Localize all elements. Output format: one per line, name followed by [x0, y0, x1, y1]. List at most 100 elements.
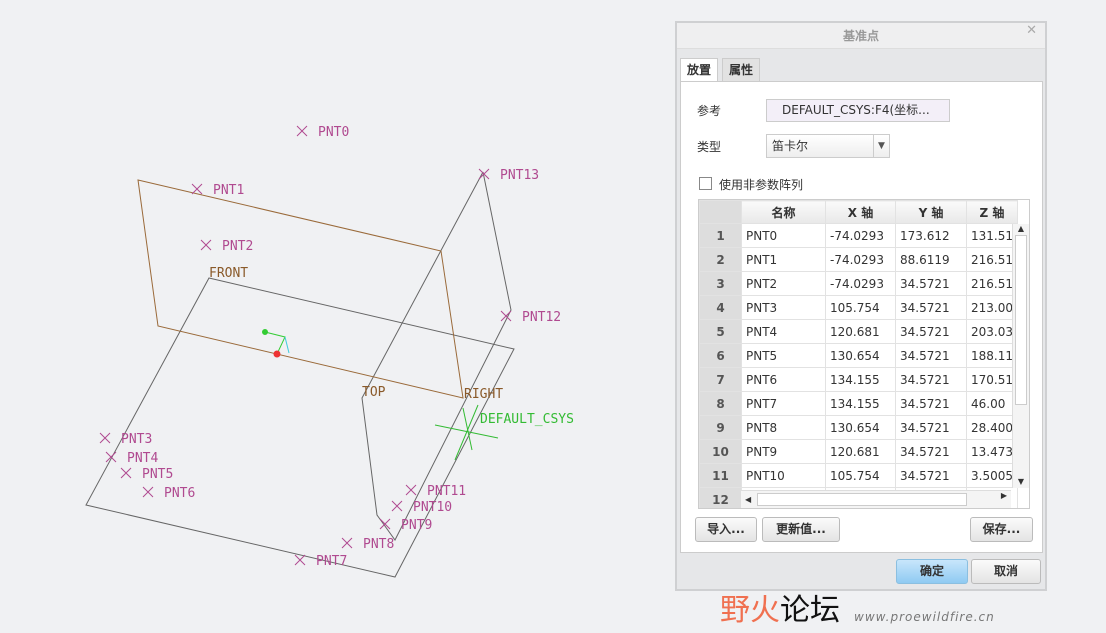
table-cell[interactable]: PNT6	[741, 367, 826, 392]
table-cell[interactable]: PNT5	[741, 343, 826, 368]
table-cell[interactable]: 46.00	[966, 391, 1018, 416]
table-cell[interactable]: 34.5721	[895, 439, 967, 464]
point-marker-icon[interactable]	[391, 500, 403, 512]
table-cell[interactable]: 3.5005	[966, 463, 1018, 488]
table-cell[interactable]: 34.5721	[895, 295, 967, 320]
table-cell[interactable]: 134.155	[825, 367, 896, 392]
table-cell[interactable]: 131.51	[966, 223, 1018, 248]
point-marker-icon[interactable]	[142, 486, 154, 498]
col-z[interactable]: Z 轴	[966, 200, 1018, 224]
point-marker-icon[interactable]	[405, 484, 417, 496]
table-cell[interactable]: -74.0293	[825, 223, 896, 248]
nonparam-label: 使用非参数阵列	[719, 178, 804, 192]
cancel-button[interactable]: 取消	[971, 559, 1041, 584]
table-cell[interactable]: 105.754	[825, 295, 896, 320]
col-x[interactable]: X 轴	[825, 200, 896, 224]
chevron-down-icon[interactable]: ▼	[873, 135, 889, 157]
reference-field[interactable]: DEFAULT_CSYS:F4(坐标...	[766, 99, 950, 122]
table-cell[interactable]: PNT4	[741, 319, 826, 344]
point-marker-icon[interactable]	[294, 554, 306, 566]
vertical-scrollbar[interactable]: ▲▼	[1012, 224, 1029, 488]
table-cell[interactable]: 34.5721	[895, 391, 967, 416]
table-cell[interactable]: PNT10	[741, 463, 826, 488]
table-cell[interactable]: 216.51	[966, 271, 1018, 296]
table-cell[interactable]: PNT9	[741, 439, 826, 464]
table-cell[interactable]: 34.5721	[895, 367, 967, 392]
table-cell[interactable]: 213.00	[966, 295, 1018, 320]
close-icon[interactable]: ✕	[1026, 23, 1037, 38]
point-marker-icon[interactable]	[341, 537, 353, 549]
table-cell[interactable]: 203.03	[966, 319, 1018, 344]
table-cell[interactable]: 34.5721	[895, 343, 967, 368]
point-marker-icon[interactable]	[191, 183, 203, 195]
save-button[interactable]: 保存...	[970, 517, 1033, 542]
col-y[interactable]: Y 轴	[895, 200, 967, 224]
table-cell[interactable]: 34.5721	[895, 415, 967, 440]
table-cell[interactable]: 130.654	[825, 343, 896, 368]
table-cell[interactable]: 134.155	[825, 391, 896, 416]
type-select[interactable]: 笛卡尔▼	[766, 134, 890, 158]
table-cell[interactable]: 34.5721	[895, 463, 967, 488]
model-viewport[interactable]: PNT0PNT1PNT2PNT3PNT4PNT5PNT6PNT7PNT8PNT9…	[0, 0, 670, 633]
table-cell[interactable]: PNT8	[741, 415, 826, 440]
col-name[interactable]: 名称	[741, 200, 826, 224]
table-cell[interactable]: PNT3	[741, 295, 826, 320]
point-marker-icon[interactable]	[105, 451, 117, 463]
ok-button[interactable]: 确定	[896, 559, 968, 584]
table-cell[interactable]: 173.612	[895, 223, 967, 248]
table-cell[interactable]: 120.681	[825, 319, 896, 344]
table-cell[interactable]: -74.0293	[825, 247, 896, 272]
front-plane[interactable]	[137, 179, 464, 399]
point-label: PNT0	[318, 125, 349, 140]
row-number: 12	[699, 487, 742, 508]
tab-properties[interactable]: 属性	[722, 58, 761, 81]
point-marker-icon[interactable]	[99, 432, 111, 444]
nonparam-checkbox[interactable]	[699, 177, 712, 190]
point-label: PNT3	[121, 432, 152, 447]
tab-placement[interactable]: 放置	[680, 58, 719, 81]
point-marker-icon[interactable]	[200, 239, 212, 251]
table-cell[interactable]: 34.5721	[895, 271, 967, 296]
table-cell[interactable]: 88.6119	[895, 247, 967, 272]
point-marker-icon[interactable]	[478, 168, 490, 180]
point-marker-icon[interactable]	[379, 518, 391, 530]
update-values-button[interactable]: 更新值...	[762, 517, 840, 542]
table-cell[interactable]: 188.11	[966, 343, 1018, 368]
front-plane-label: FRONT	[209, 266, 248, 281]
table-cell[interactable]: PNT2	[741, 271, 826, 296]
point-label: PNT6	[164, 486, 195, 501]
top-plane[interactable]	[85, 277, 515, 578]
right-plane[interactable]	[361, 171, 512, 541]
table-cell[interactable]: -74.0293	[825, 271, 896, 296]
table-cell[interactable]: 105.754	[825, 463, 896, 488]
csys-icon[interactable]	[434, 404, 499, 461]
point-marker-icon[interactable]	[500, 310, 512, 322]
table-cell[interactable]: 170.51	[966, 367, 1018, 392]
table-cell[interactable]: PNT1	[741, 247, 826, 272]
table-cell[interactable]: 120.681	[825, 439, 896, 464]
point-marker-icon[interactable]	[120, 467, 132, 479]
table-cell[interactable]: 13.473	[966, 439, 1018, 464]
table-cell[interactable]: 34.5721	[895, 319, 967, 344]
table-cell[interactable]: PNT7	[741, 391, 826, 416]
table-cell[interactable]: 216.51	[966, 247, 1018, 272]
point-marker-icon[interactable]	[296, 125, 308, 137]
table-cell[interactable]: 130.654	[825, 415, 896, 440]
row-number: 8	[699, 391, 742, 416]
table-cell[interactable]: PNT0	[741, 223, 826, 248]
import-button[interactable]: 导入...	[695, 517, 757, 542]
table-cell[interactable]: 28.400	[966, 415, 1018, 440]
horizontal-scrollbar[interactable]: ◀▶	[741, 490, 1011, 508]
